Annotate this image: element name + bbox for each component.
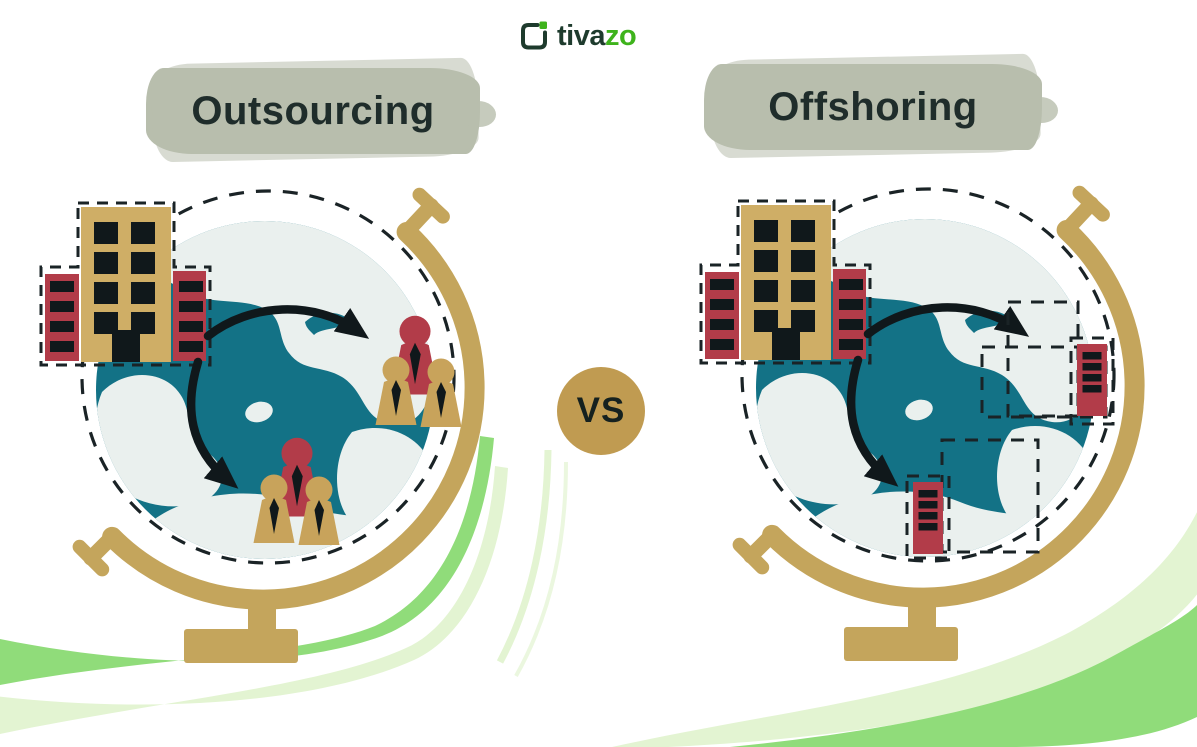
branch-dashed-zone (980, 345, 1108, 419)
brush-stroke-background (146, 68, 496, 154)
server-dashed-outline (905, 474, 951, 560)
offshore-branch-east (980, 300, 1115, 426)
vs-badge: VS (557, 367, 645, 455)
server-dashed-outline (1069, 336, 1115, 426)
server-icon (913, 482, 943, 554)
logo-wordmark: tivazo (557, 20, 637, 52)
globe-left (41, 191, 475, 663)
heading-offshoring-label: Offshoring (768, 84, 978, 129)
swoosh-right (612, 511, 1197, 747)
brush-stroke-background (704, 64, 1058, 150)
logo-text-primary: tiva (557, 20, 605, 52)
branch-dashed-zone (940, 438, 1040, 554)
heading-outsourcing-label: Outsourcing (191, 88, 435, 133)
heading-offshoring: Offshoring (704, 64, 1058, 150)
heading-outsourcing: Outsourcing (146, 68, 496, 154)
tivazo-logo-icon (521, 21, 547, 50)
offshore-branch-south (905, 438, 1040, 560)
swoosh-left (0, 436, 568, 734)
logo-text-accent: zo (604, 20, 637, 52)
server-icon (1077, 344, 1107, 416)
tivazo-logo: tivazo (519, 20, 637, 52)
